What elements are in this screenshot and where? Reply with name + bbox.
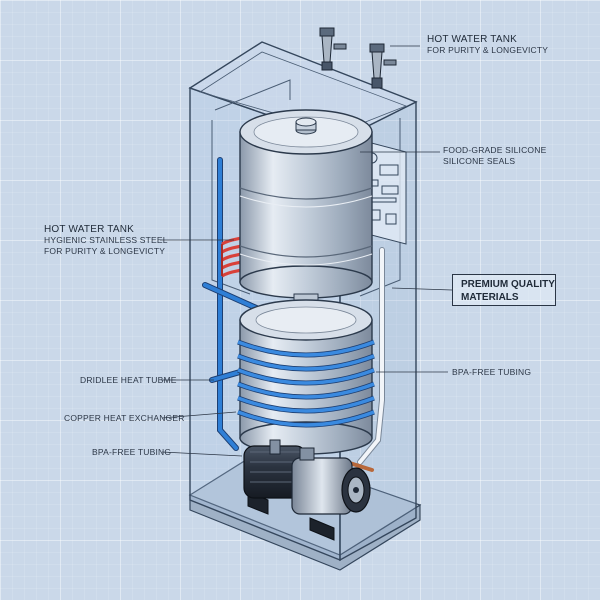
label-bpa-free-tubing-left: BPA-FREE TUBING (92, 447, 171, 458)
label-copper-heat-exchanger: COPPER HEAT EXCHANGER (64, 413, 185, 424)
label-hot-water-tank-top: HOT WATER TANK FOR PURITY & LONGEVICTY (427, 34, 548, 56)
upper-tank (240, 110, 372, 306)
label-premium-quality-materials: PREMIUM QUALITY MATERIALS (452, 274, 556, 306)
faucet-left (320, 28, 346, 70)
label-hot-water-tank-left: HOT WATER TANK HYGIENIC STAINLESS STEEL … (44, 224, 168, 257)
label-hot-water-tank-top-title: HOT WATER TANK (427, 34, 548, 45)
label-hot-water-tank-top-sub: FOR PURITY & LONGEVICTY (427, 45, 548, 56)
label-hot-water-tank-left-line2: HYGIENIC STAINLESS STEEL (44, 235, 168, 246)
label-silicone-seals: FOOD-GRADE SILICONE SILICONE SEALS (443, 145, 546, 167)
label-hot-water-tank-left-title: HOT WATER TANK (44, 224, 168, 235)
label-silicone-seals-line2: SILICONE SEALS (443, 156, 546, 167)
label-silicone-seals-line1: FOOD-GRADE SILICONE (443, 145, 546, 156)
label-bpa-free-tubing-right: BPA-FREE TUBING (452, 367, 531, 378)
label-dridlee-heat-tubme: DRIDLEE HEAT TUBME (80, 375, 177, 386)
label-hot-water-tank-left-line3: FOR PURITY & LONGEVICTY (44, 246, 168, 257)
faucet-right (370, 44, 396, 88)
